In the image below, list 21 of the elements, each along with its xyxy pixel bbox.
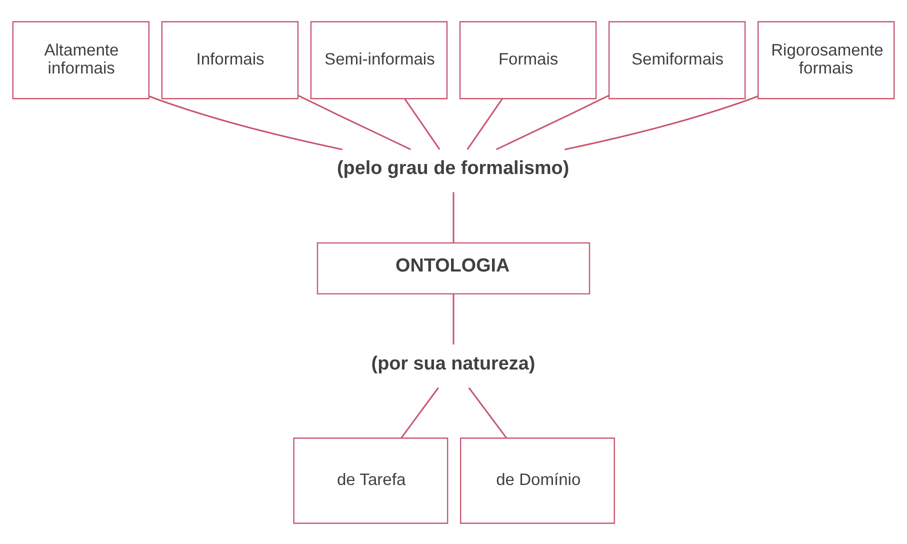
connector (564, 95, 758, 150)
node-box: de Domínio (460, 437, 615, 524)
node-box: Informais (161, 20, 299, 99)
node-box: Semiformais (608, 20, 746, 99)
node-box: Semi-informais (310, 20, 448, 99)
node-box: Rigorosamente formais (758, 20, 895, 99)
connector (452, 192, 454, 242)
node-box: Formais (459, 20, 597, 99)
connector (466, 98, 503, 150)
connector (452, 294, 454, 344)
node-text: (por sua natureza) (371, 352, 536, 374)
node-box: ONTOLOGIA (316, 242, 590, 294)
connector (400, 386, 439, 438)
connector (496, 94, 610, 150)
node-text: (pelo grau de formalismo) (336, 158, 570, 179)
connector (404, 98, 440, 150)
connector (148, 95, 343, 150)
node-box: de Tarefa (293, 437, 448, 524)
connector (298, 94, 411, 150)
node-box: Altamente informais (12, 20, 150, 99)
connector (468, 386, 508, 438)
